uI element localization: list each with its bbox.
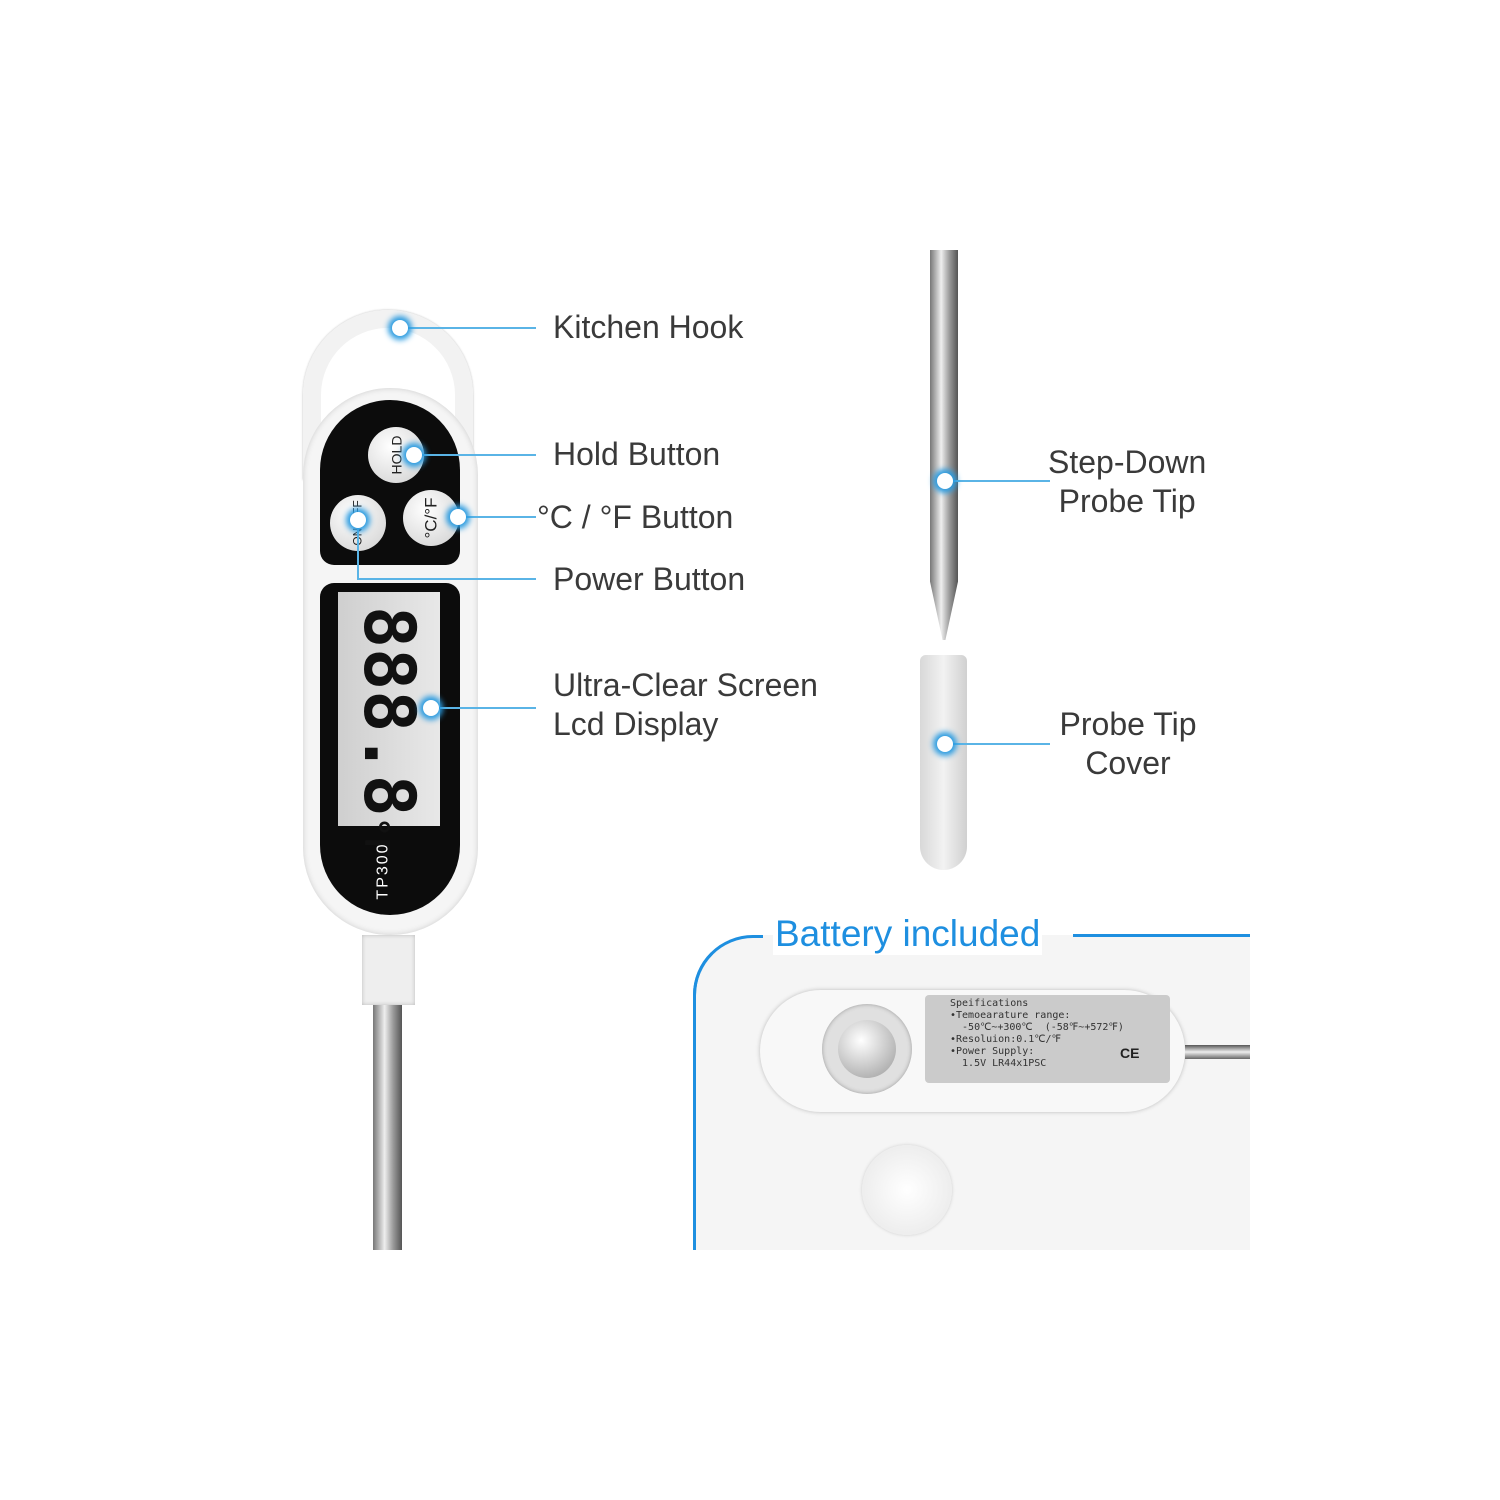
- probe-tip-cover: [920, 655, 967, 870]
- label-probe-tip-line2: Probe Tip: [1058, 483, 1196, 519]
- ce-mark: CE: [1120, 1045, 1140, 1061]
- model-label: TP300: [374, 842, 392, 900]
- neck: [362, 935, 415, 1005]
- thermometer: HOLD ON/OFF °C/°F 888.8°F TP300: [300, 310, 480, 1250]
- label-probe-tip-line1: Step-Down: [1048, 444, 1207, 480]
- label-screen-line2: Lcd Display: [553, 706, 719, 742]
- battery: [838, 1020, 896, 1078]
- hold-label: HOLD: [388, 435, 404, 475]
- spec-plate: Speifications •Temoearature range: -50℃~…: [925, 995, 1170, 1083]
- cf-label: °C/°F: [420, 497, 440, 539]
- battery-title: Battery included: [773, 913, 1043, 955]
- label-hold-button: Hold Button: [553, 436, 721, 472]
- label-kitchen-hook: Kitchen Hook: [553, 309, 744, 345]
- spec-line: •Resoluion:0.1℃/℉: [950, 1034, 1062, 1045]
- spec-line: •Temoearature range:: [950, 1010, 1071, 1021]
- probe-tip: [930, 250, 958, 640]
- label-cf-button: °C / °F Button: [537, 499, 734, 535]
- label-cover-line1: Probe Tip: [1059, 706, 1197, 742]
- lcd-digits: 888.8: [348, 606, 430, 817]
- label-screen-line1: Ultra-Clear Screen: [553, 667, 818, 703]
- label-power-button: Power Button: [553, 561, 746, 597]
- battery-cover: [862, 1145, 952, 1235]
- spec-line: 1.5V LR44x1PSC: [950, 1058, 1047, 1069]
- spec-line: •Power Supply:: [950, 1046, 1035, 1057]
- cf-button[interactable]: °C/°F: [403, 490, 459, 546]
- spec-title: Speifications: [950, 998, 1029, 1009]
- label-cover-line2: Cover: [1085, 745, 1171, 781]
- spec-line: -50℃~+300℃ (-58℉~+572℉): [950, 1022, 1124, 1033]
- probe: [373, 1005, 402, 1250]
